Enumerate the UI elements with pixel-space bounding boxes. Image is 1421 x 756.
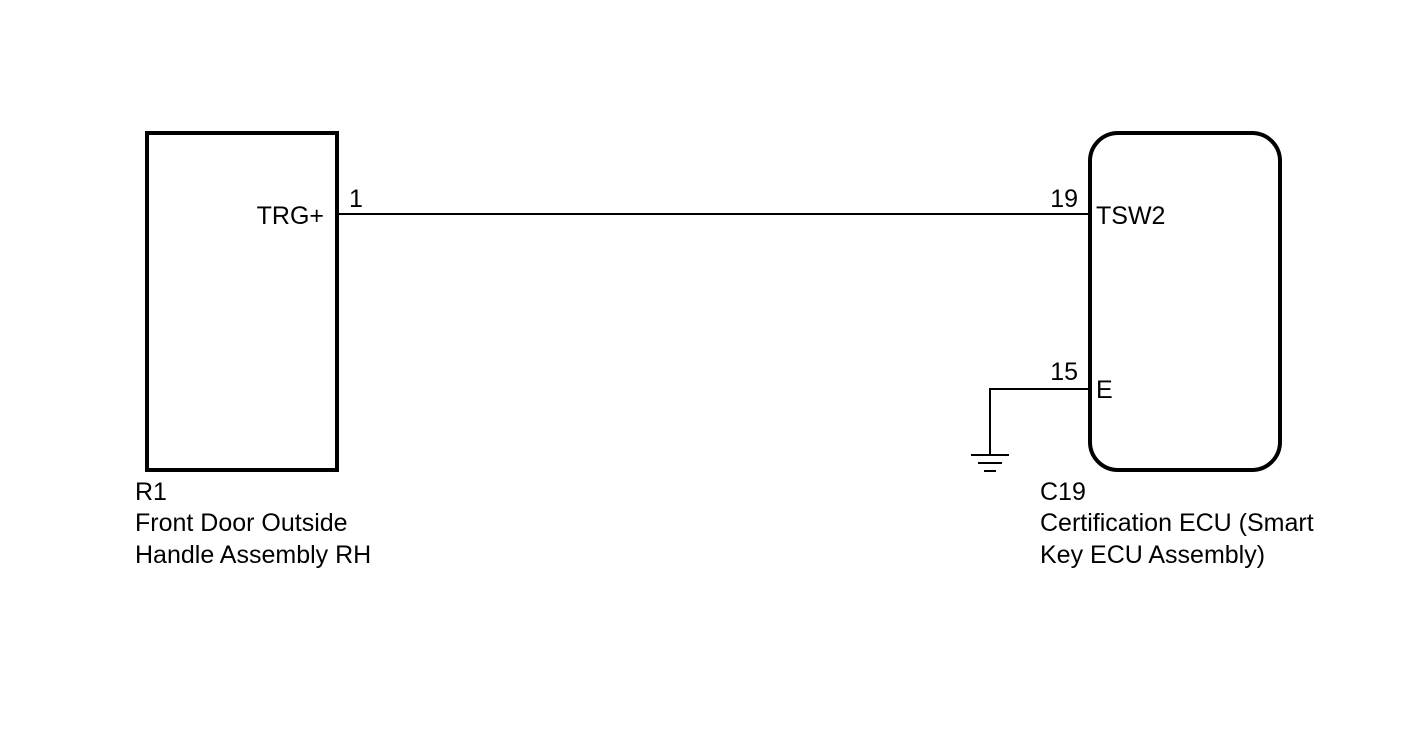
- terminal-pin-1: 1: [349, 185, 363, 213]
- wire-ground: [989, 388, 1090, 455]
- component-c19-box: [1088, 131, 1282, 472]
- component-r1-name-line1: Front Door Outside: [135, 509, 348, 537]
- component-c19-name-line2: Key ECU Assembly): [1040, 541, 1265, 569]
- ground-icon: [971, 454, 1009, 472]
- component-c19-ref: C19: [1040, 478, 1086, 506]
- terminal-pin-19: 19: [1050, 185, 1078, 213]
- component-r1-ref: R1: [135, 478, 167, 506]
- component-c19-name-line1: Certification ECU (Smart: [1040, 509, 1314, 537]
- terminal-name-tsw2: TSW2: [1096, 202, 1165, 230]
- terminal-pin-15: 15: [1050, 358, 1078, 386]
- terminal-name-trg: TRG+: [257, 202, 324, 230]
- component-r1-name-line2: Handle Assembly RH: [135, 541, 371, 569]
- terminal-name-e: E: [1096, 376, 1113, 404]
- component-r1-box: [145, 131, 339, 472]
